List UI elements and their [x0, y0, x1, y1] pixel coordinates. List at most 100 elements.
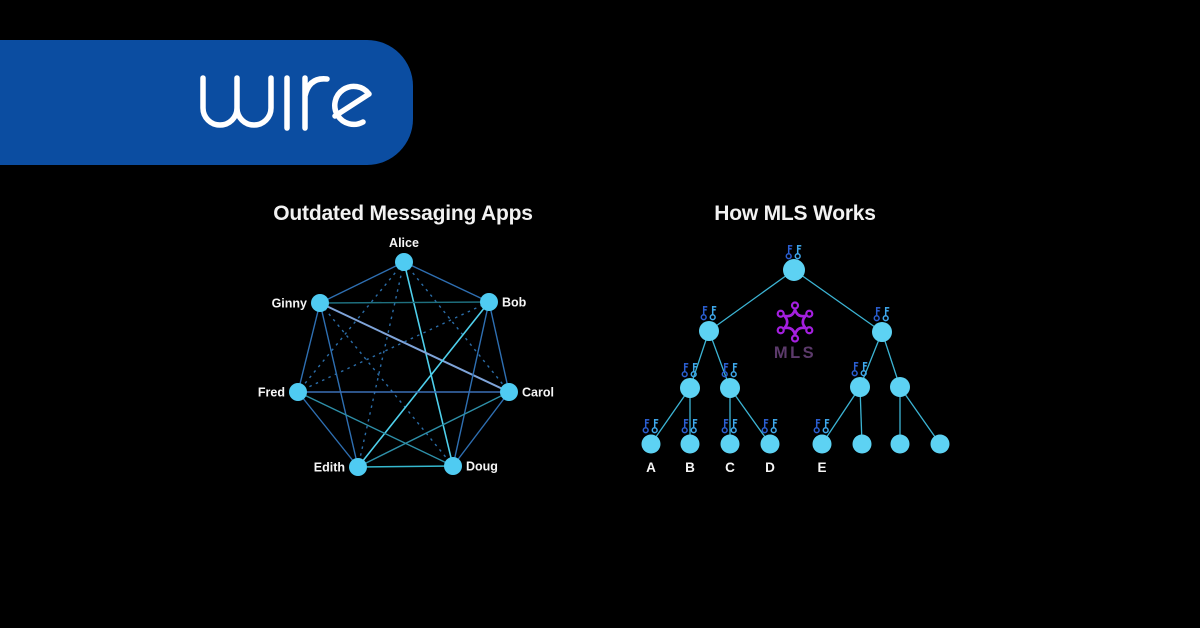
key-icon-dark-lr [721, 363, 729, 378]
key-icon-light-a [651, 419, 659, 434]
key-icon-light-c [730, 419, 738, 434]
graph-edge-bob-fred [297, 301, 490, 393]
graph-node-doug [444, 457, 462, 475]
key-icon-dark-a [642, 419, 650, 434]
tree-edge-l-ll [689, 330, 710, 389]
graph-node-label-alice: Alice [389, 236, 419, 250]
graph-node-label-doug: Doug [466, 460, 498, 474]
graph-node-fred [289, 383, 307, 401]
key-icon-dark-c [721, 419, 729, 434]
mls-icon-ring [790, 334, 800, 343]
key-icon-dark-r [873, 307, 881, 322]
mls-icon-arc [793, 309, 807, 318]
key-icon-light-l [709, 306, 717, 321]
graph-node-label-bob: Bob [502, 296, 527, 310]
key-icon-dark-root [785, 245, 793, 260]
key-icon-dark-d [761, 419, 769, 434]
wire-logo-r [302, 75, 330, 131]
right-diagram-title: How MLS Works [714, 202, 876, 225]
wire-banner [0, 40, 413, 165]
leaf-label-A: A [646, 460, 656, 475]
mls-icon-ring [790, 301, 800, 310]
mls-icon-ring [805, 326, 814, 335]
tree-node-n8 [930, 434, 950, 454]
mls-icon-arc [793, 326, 807, 335]
mls-logo-text: MLS [774, 344, 816, 362]
key-icon-light-d [770, 419, 778, 434]
key-icon-light-e [822, 419, 830, 434]
tree-node-n6 [852, 434, 872, 454]
mls-logo [776, 301, 814, 343]
graph-edge-alice-edith [357, 261, 405, 468]
mls-icon-ring [805, 309, 814, 318]
left-diagram-title: Outdated Messaging Apps [273, 202, 533, 225]
key-icon-dark-l [700, 306, 708, 321]
tree-edge-rl-e [821, 386, 861, 445]
tree-edge-rr-n8 [899, 386, 941, 445]
key-icon-dark-e [813, 419, 821, 434]
tree-node-lr [720, 378, 740, 398]
tree-node-root [783, 259, 805, 281]
leaf-label-B: B [685, 460, 695, 475]
tree-node-ll [680, 378, 700, 398]
wire-logo [200, 75, 372, 131]
key-icon-dark-b [681, 419, 689, 434]
leaf-label-D: D [765, 460, 775, 475]
tree-node-c [720, 434, 740, 454]
graph-node-ginny [311, 294, 329, 312]
tree-edge-root-l [708, 269, 795, 332]
graph-node-alice [395, 253, 413, 271]
graph-edge-alice-bob [403, 261, 490, 303]
key-icon-light-r [882, 307, 890, 322]
tree-edge-root-r [793, 269, 883, 333]
graph-edge-ginny-edith [319, 302, 359, 468]
graph-edge-carol-edith [357, 391, 510, 468]
tree-edge-lr-d [729, 387, 771, 445]
tree-node-rr [890, 377, 910, 397]
tree-node-a [641, 434, 661, 454]
key-icon-light-b [690, 419, 698, 434]
graph-node-label-ginny: Ginny [272, 297, 307, 311]
graph-edge-ginny-doug [319, 302, 454, 467]
graph-node-edith [349, 458, 367, 476]
tree-node-e [812, 434, 832, 454]
wire-logo-w [200, 75, 274, 128]
key-icon-light-ll [690, 363, 698, 378]
tree-node-d [760, 434, 780, 454]
mls-icon-ring [776, 309, 785, 318]
mls-icon-arc [801, 314, 807, 330]
tree-node-n7 [890, 434, 910, 454]
key-icon-light-lr [730, 363, 738, 378]
graph-edge-fred-doug [297, 391, 454, 467]
graph-node-carol [500, 383, 518, 401]
tree-node-r [872, 322, 892, 342]
graph-node-bob [480, 293, 498, 311]
graph-edge-ginny-fred [297, 302, 321, 393]
graph-edge-edith-doug [357, 465, 454, 468]
leaf-label-E: E [817, 460, 826, 475]
key-icon-dark-ll [681, 363, 689, 378]
tree-edge-l-lr [708, 330, 731, 389]
graph-edge-ginny-carol [319, 302, 510, 393]
leaf-label-C: C [725, 460, 735, 475]
graph-edge-ginny-bob [319, 301, 490, 304]
key-icon-dark-rl [851, 362, 859, 377]
tree-edge-ll-a [650, 387, 691, 445]
graph-edge-alice-ginny [319, 261, 405, 304]
graph-node-label-fred: Fred [258, 386, 285, 400]
graph-edge-alice-doug [403, 261, 454, 467]
key-icon-light-root [794, 245, 802, 260]
graph-edge-bob-edith [357, 301, 490, 468]
graph-node-label-edith: Edith [314, 461, 345, 475]
tree-node-l [699, 321, 719, 341]
tree-node-rl [850, 377, 870, 397]
graph-edge-bob-doug [452, 301, 490, 467]
graph-edge-fred-edith [297, 391, 359, 468]
mls-tree-diagram: A B C D E [641, 245, 950, 475]
mls-icon-arc [783, 326, 797, 335]
mls-icon-arc [783, 309, 797, 318]
mls-icon-arc [783, 314, 789, 330]
